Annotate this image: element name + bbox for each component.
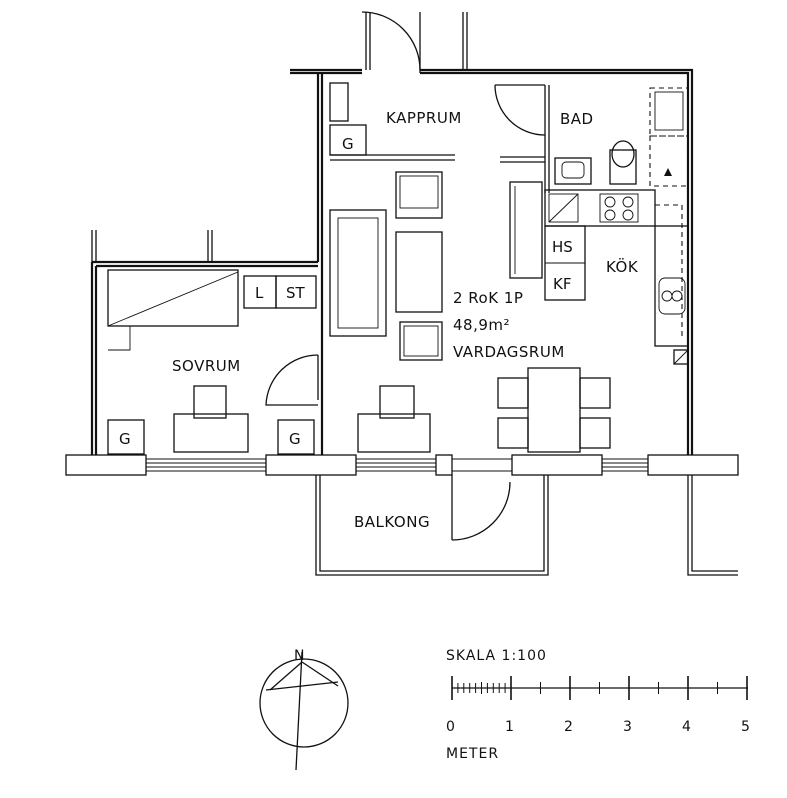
compass-circle <box>259 658 349 748</box>
fixture-labels: G G G L ST HS KF <box>119 135 573 448</box>
bedroom-furniture <box>107 269 317 455</box>
doors <box>265 11 546 541</box>
scale-ticks <box>451 676 748 700</box>
compass: N <box>259 648 349 771</box>
label-g-hall: G <box>289 430 301 448</box>
label-sovrum: SOVRUM <box>172 357 241 375</box>
scale-tick-label-5: 5 <box>741 719 751 735</box>
label-vardagsrum: VARDAGSRUM <box>453 343 565 361</box>
balcony <box>315 475 738 576</box>
room-labels: KAPPRUM BAD KÖK SOVRUM VARDAGSRUM BALKON… <box>172 109 639 531</box>
scale-title: SKALA 1:100 <box>446 648 547 664</box>
apartment-type: 2 RoK 1P <box>453 289 523 307</box>
label-kapprum: KAPPRUM <box>386 109 462 127</box>
scale-tick-label-0: 0 <box>446 719 456 735</box>
scale-bar: SKALA 1:100 0 1 2 3 4 5 METER <box>446 648 751 762</box>
living-furniture <box>329 171 611 453</box>
compass-needle <box>295 651 303 771</box>
label-l: L <box>255 284 264 302</box>
label-kok: KÖK <box>606 257 639 276</box>
scale-tick-label-4: 4 <box>682 719 692 735</box>
label-g-kapprum: G <box>342 135 354 153</box>
hall-furniture <box>329 82 367 156</box>
label-bad: BAD <box>560 110 594 128</box>
compass-north-label: N <box>294 648 305 664</box>
label-g-sovrum: G <box>119 430 131 448</box>
scale-unit: METER <box>446 746 499 762</box>
scale-tick-label-3: 3 <box>623 719 633 735</box>
scale-tick-label-1: 1 <box>505 719 515 735</box>
bathroom <box>554 87 689 187</box>
label-hs: HS <box>552 238 573 256</box>
label-balkong: BALKONG <box>354 513 430 531</box>
scale-tick-label-2: 2 <box>564 719 574 735</box>
kitchen <box>544 189 689 365</box>
apartment-area: 48,9m² <box>453 316 510 334</box>
walls <box>65 12 739 476</box>
label-st: ST <box>286 284 306 302</box>
label-kf: KF <box>553 275 571 293</box>
